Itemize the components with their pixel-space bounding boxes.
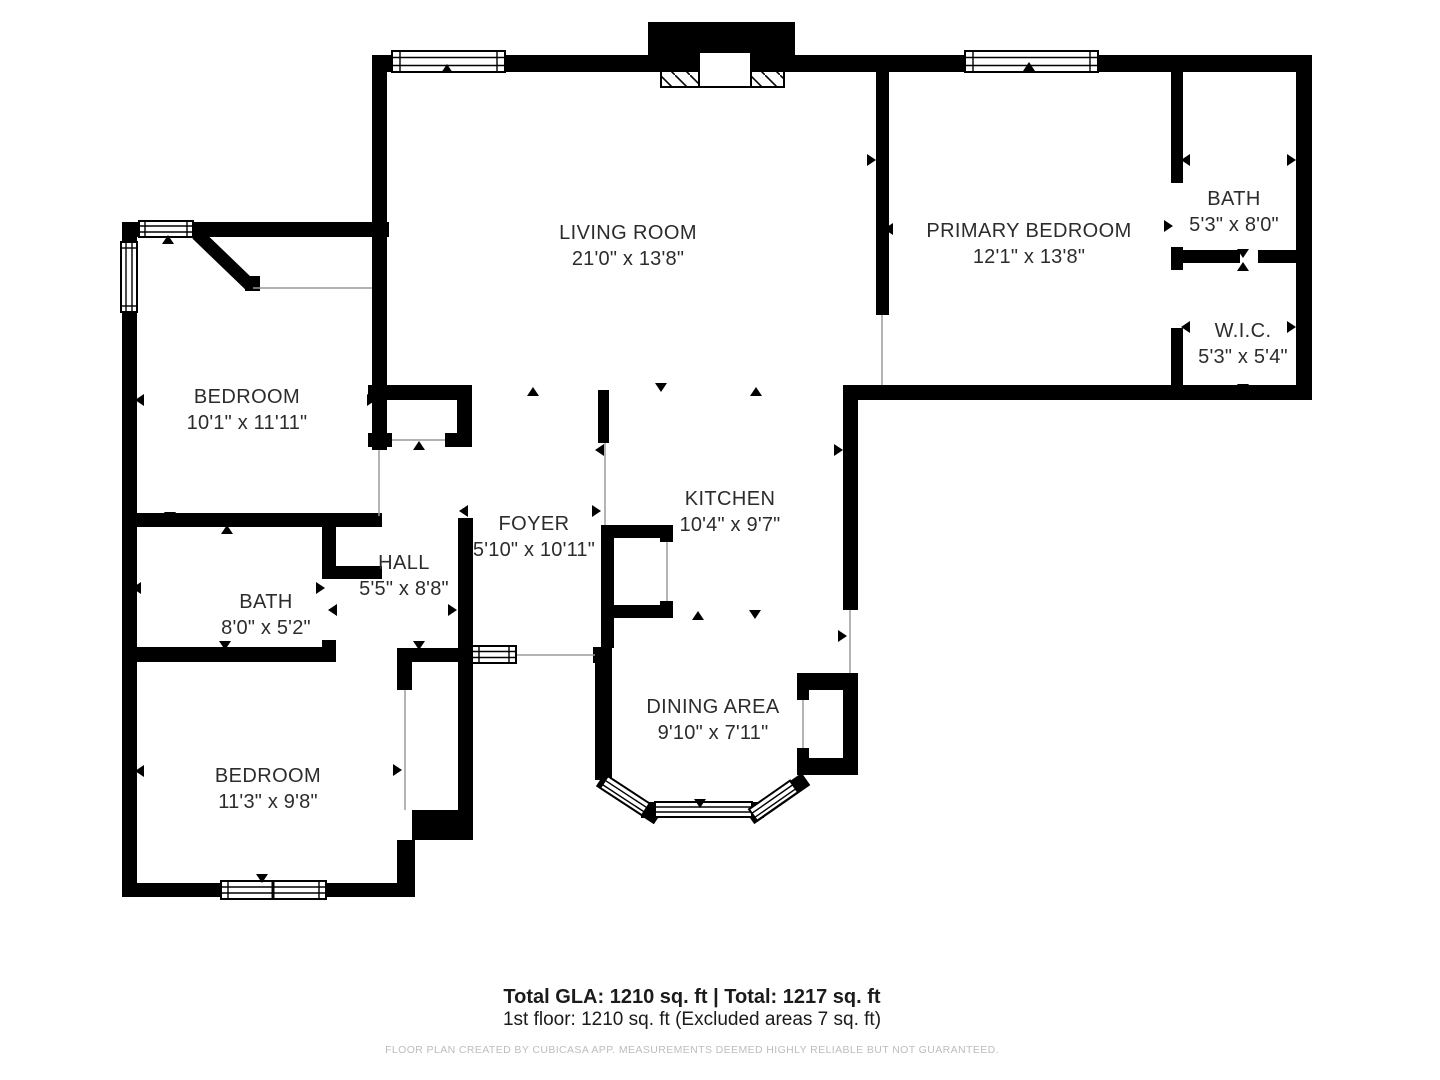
room-label-primary-bedroom: PRIMARY BEDROOM 12'1" x 13'8" [926, 218, 1131, 270]
room-label-bath-left: BATH 8'0" x 5'2" [221, 589, 311, 641]
room-dims: 12'1" x 13'8" [972, 246, 1086, 268]
room-name: HALL [378, 552, 430, 574]
room-dims: 5'10" x 10'11" [472, 539, 596, 561]
room-label-hall: HALL 5'5" x 8'8" [359, 550, 449, 602]
room-label-bedroom-bottom: BEDROOM 11'3" x 9'8" [215, 763, 321, 815]
room-dims: 5'5" x 8'8" [359, 578, 449, 600]
window-icon [220, 880, 327, 900]
bay-window-icon [598, 774, 800, 823]
room-name: BATH [1207, 188, 1261, 210]
room-name: W.I.C. [1214, 320, 1272, 342]
room-label-dining-area: DINING AREA 9'10" x 7'11" [646, 694, 779, 746]
total-area-summary: Total GLA: 1210 sq. ft | Total: 1217 sq.… [503, 986, 881, 1008]
floor-area-detail: 1st floor: 1210 sq. ft (Excluded areas 7… [502, 1009, 882, 1030]
room-dims: 10'1" x 11'11" [186, 412, 308, 434]
room-name: LIVING ROOM [559, 222, 697, 244]
room-name: BATH [239, 591, 293, 613]
room-name: KITCHEN [684, 488, 776, 510]
room-dims: 10'4" x 9'7" [679, 514, 781, 536]
room-label-living-room: LIVING ROOM 21'0" x 13'8" [559, 220, 697, 272]
room-name: BEDROOM [214, 765, 322, 787]
fireplace-icon [660, 39, 785, 88]
room-label-kitchen: KITCHEN 10'4" x 9'7" [680, 486, 781, 538]
room-dims: 11'3" x 9'8" [218, 791, 318, 813]
window-icon [120, 241, 138, 313]
room-dims: 5'3" x 8'0" [1189, 214, 1279, 236]
room-name: PRIMARY BEDROOM [926, 220, 1132, 242]
room-label-bedroom-top-left: BEDROOM 10'1" x 11'11" [187, 384, 308, 436]
window-icon [964, 50, 1099, 73]
door-direction-arrows [132, 61, 1296, 883]
room-label-wic: W.I.C. 5'3" x 5'4" [1198, 318, 1288, 370]
room-dims: 5'3" x 5'4" [1198, 346, 1288, 368]
window-icon [138, 220, 194, 238]
room-label-bath-primary: BATH 5'3" x 8'0" [1189, 186, 1279, 238]
room-name: BEDROOM [193, 386, 301, 408]
opening-lines [253, 287, 883, 810]
disclaimer-text: FLOOR PLAN CREATED BY CUBICASA APP. MEAS… [385, 1044, 999, 1056]
room-label-foyer: FOYER 5'10" x 10'11" [473, 511, 595, 563]
room-name: FOYER [498, 513, 570, 535]
room-dims: 8'0" x 5'2" [221, 617, 311, 639]
entry-door-threshold-icon [471, 645, 517, 664]
room-dims: 21'0" x 13'8" [571, 248, 685, 270]
room-dims: 9'10" x 7'11" [657, 722, 769, 744]
room-name: DINING AREA [646, 696, 780, 718]
